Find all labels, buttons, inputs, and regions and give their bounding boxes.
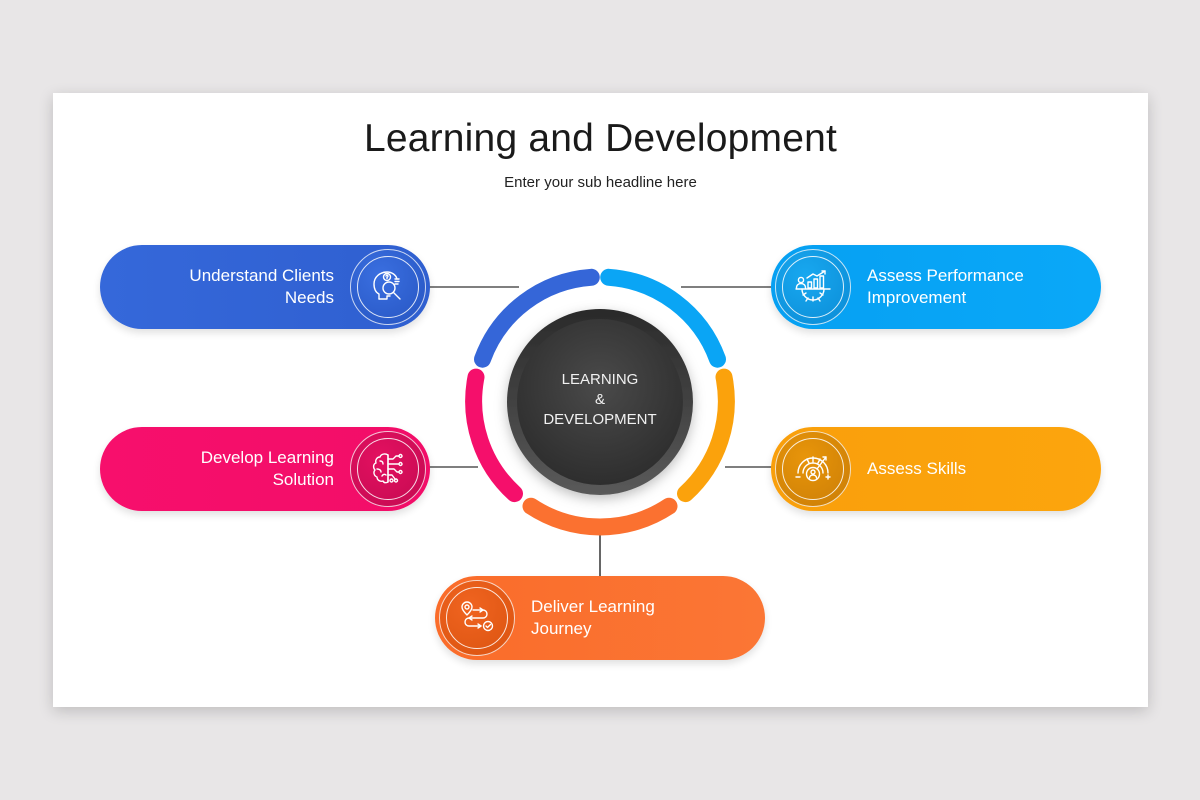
step-label: Deliver Learning Journey — [531, 596, 655, 640]
ring-segment-assess-skills — [677, 368, 735, 503]
step-label-line1: Assess Skills — [867, 459, 967, 478]
step-label-line2: Improvement — [867, 288, 967, 307]
brain-circuit-icon — [372, 453, 403, 484]
slide: Learning and Development Enter your sub … — [53, 93, 1148, 707]
journey-route-icon — [461, 601, 494, 632]
step-label: Develop Learning Solution — [201, 447, 334, 491]
ring-segment-assess-performance — [600, 268, 726, 368]
step-label-line2: Solution — [272, 470, 334, 489]
center-label-line1: LEARNING — [561, 371, 639, 388]
cycle-diagram — [429, 268, 772, 576]
center-label-line2: & — [594, 391, 605, 408]
step-badge — [350, 431, 426, 507]
ring-segment-understand — [474, 268, 600, 368]
ring-segment-deliver — [522, 497, 678, 536]
head-search-icon — [373, 271, 401, 300]
step-assess-performance-improvement[interactable]: Assess Performance Improvement — [771, 245, 1101, 329]
step-badge — [775, 431, 851, 507]
center-label-line3: DEVELOPMENT — [543, 411, 657, 428]
step-label-line2: Needs — [284, 288, 334, 307]
performance-gear-chart-icon — [795, 270, 831, 302]
step-understand-clients-needs[interactable]: Understand Clients Needs — [100, 245, 430, 329]
center-disc — [517, 319, 683, 485]
slide-title: Learning and Development — [363, 117, 838, 160]
step-deliver-learning-journey[interactable]: Deliver Learning Journey — [435, 576, 765, 660]
step-label: Assess Skills — [867, 458, 966, 480]
slide-subtitle: Enter your sub headline here — [504, 174, 697, 191]
ring-segment-develop — [465, 368, 523, 503]
step-label-line2: Journey — [531, 619, 592, 638]
step-badge — [775, 249, 851, 325]
step-badge — [350, 249, 426, 325]
step-assess-skills[interactable]: Assess Skills — [771, 427, 1101, 511]
step-label-line1: Develop Learning — [200, 448, 334, 467]
step-label: Assess Performance Improvement — [867, 265, 1024, 309]
step-label-line1: Assess Performance — [867, 266, 1024, 285]
step-label-line1: Deliver Learning — [531, 597, 655, 616]
step-badge — [439, 580, 515, 656]
step-develop-learning-solution[interactable]: Develop Learning Solution — [100, 427, 430, 511]
step-label: Understand Clients Needs — [189, 265, 334, 309]
skill-gauge-icon — [795, 456, 831, 482]
step-label-line1: Understand Clients — [189, 266, 334, 285]
center-label: LEARNING & DEVELOPMENT — [500, 370, 700, 430]
